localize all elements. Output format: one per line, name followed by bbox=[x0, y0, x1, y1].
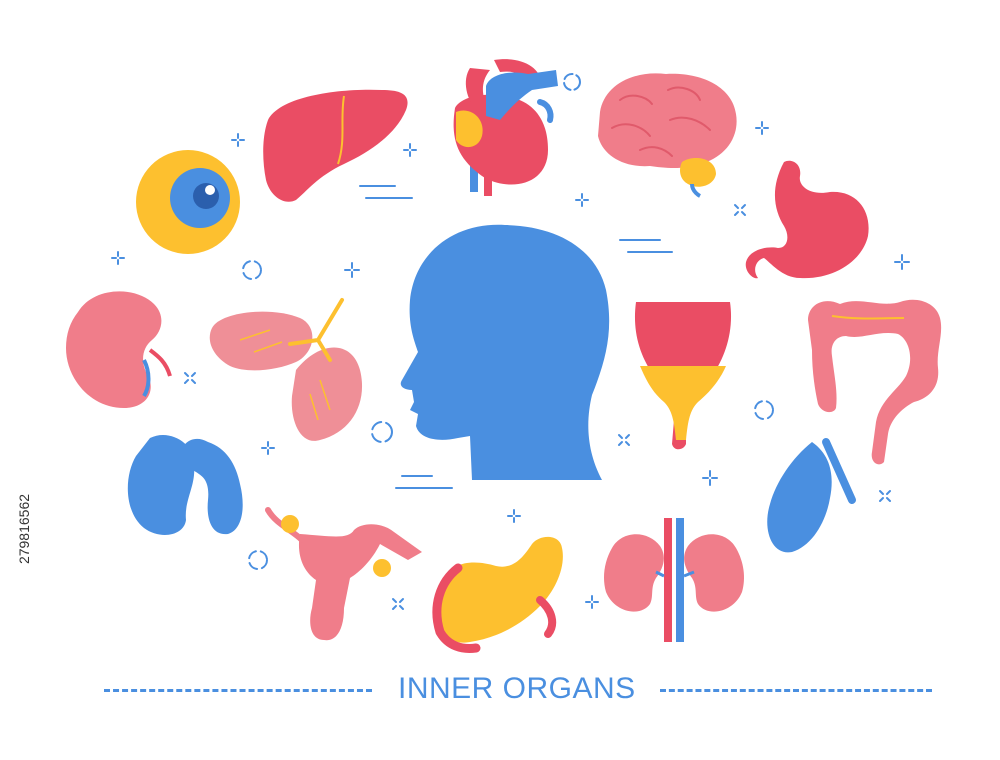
title-dashes-left bbox=[104, 689, 372, 692]
kidneys-pair bbox=[604, 518, 744, 642]
liver bbox=[263, 89, 408, 202]
decorative-sparkles bbox=[111, 73, 910, 610]
thyroid bbox=[127, 434, 243, 535]
lungs bbox=[209, 298, 363, 441]
large-intestine bbox=[808, 299, 942, 465]
bladder bbox=[634, 302, 732, 450]
stock-id-label: 279816562 bbox=[16, 493, 32, 565]
heart bbox=[453, 59, 558, 196]
brain bbox=[598, 73, 737, 198]
kidney bbox=[66, 291, 172, 408]
head-silhouette bbox=[400, 224, 610, 480]
pancreas bbox=[432, 536, 563, 653]
title-row: INNER ORGANS bbox=[0, 668, 1000, 708]
title-dashes-right bbox=[660, 689, 932, 692]
uterus bbox=[265, 507, 422, 641]
spleen bbox=[767, 438, 856, 553]
stomach bbox=[745, 160, 869, 279]
page-title: INNER ORGANS bbox=[398, 672, 636, 705]
eyeball bbox=[136, 150, 240, 254]
